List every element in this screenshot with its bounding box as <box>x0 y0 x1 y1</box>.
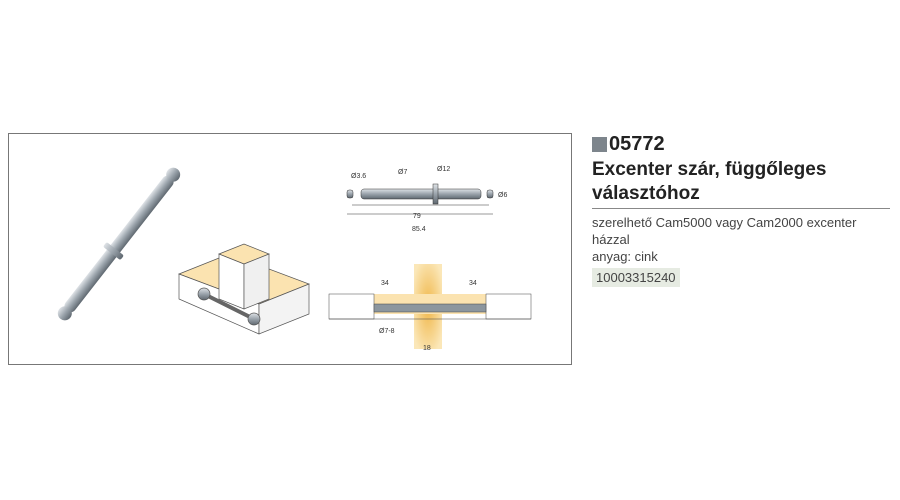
code-marker-icon <box>592 136 607 152</box>
cam-pin-photo <box>57 167 181 321</box>
description-line-2: házzal <box>592 232 630 247</box>
dim-34-left: 34 <box>381 280 389 287</box>
section-drawing <box>328 264 532 349</box>
product-title: Excenter szár, függőleges választóhoz <box>592 158 890 209</box>
dim-d36: Ø3.6 <box>351 173 366 180</box>
pin-dimension-drawing <box>346 183 494 215</box>
dim-d12: Ø12 <box>437 166 450 173</box>
dim-34-right: 34 <box>469 280 477 287</box>
dim-d7-8: Ø7-8 <box>379 328 395 335</box>
product-code-text: 05772 <box>609 132 665 155</box>
title-line-2: választóhoz <box>592 183 700 204</box>
product-code: 05772 <box>592 132 890 156</box>
dim-85-4: 85.4 <box>412 226 426 233</box>
title-line-1: Excenter szár, függőleges <box>592 159 827 180</box>
dim-18: 18 <box>423 345 431 352</box>
product-info: 05772 Excenter szár, függőleges választóh… <box>592 132 890 287</box>
assembly-3d <box>178 243 310 335</box>
description-line-1: szerelhető Cam5000 vagy Cam2000 excenter <box>592 215 857 230</box>
material: anyag: cink <box>592 249 658 264</box>
article-number: 10003315240 <box>592 268 680 287</box>
product-description: szerelhető Cam5000 vagy Cam2000 excenter… <box>592 214 890 265</box>
dim-d7: Ø7 <box>398 169 407 176</box>
product-image-frame: Ø3.6 Ø7 Ø12 Ø6 79 85.4 34 34 Ø7-8 18 <box>8 133 572 365</box>
product-illustration: Ø3.6 Ø7 Ø12 Ø6 79 85.4 34 34 Ø7-8 18 <box>57 166 532 352</box>
dim-d6: Ø6 <box>498 192 507 199</box>
dim-79: 79 <box>413 213 421 220</box>
